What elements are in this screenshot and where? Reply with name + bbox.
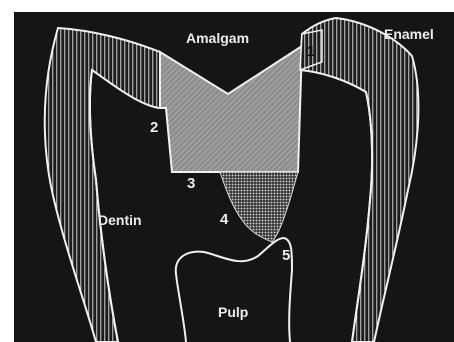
enamel-label: Enamel	[384, 26, 434, 42]
marker-2: 2	[150, 120, 158, 136]
marker-3: 3	[187, 176, 195, 192]
dentin-label: Dentin	[98, 212, 142, 228]
amalgam-label: Amalgam	[186, 30, 249, 46]
marker-4: 4	[220, 212, 228, 228]
marker-1: 1	[307, 44, 315, 60]
pulp-label: Pulp	[218, 304, 248, 320]
marker-5: 5	[282, 248, 290, 264]
